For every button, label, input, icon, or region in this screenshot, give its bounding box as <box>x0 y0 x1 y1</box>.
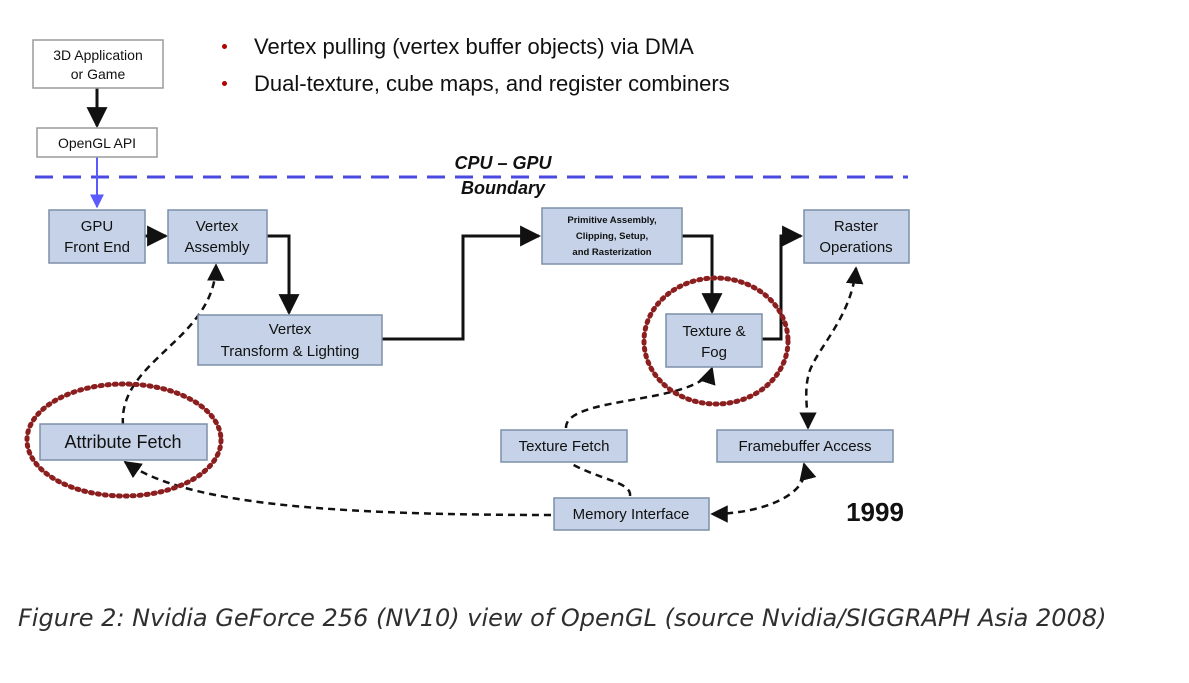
figure-caption: Figure 2: Nvidia GeForce 256 (NV10) view… <box>18 604 1107 632</box>
node-primitive-assembly-line2: Clipping, Setup, <box>576 231 648 242</box>
dashed-texfetch-to-texture <box>564 366 716 429</box>
bullet-item: Vertex pulling (vertex buffer objects) v… <box>222 30 730 67</box>
node-raster-operations-line1: Raster <box>834 218 878 235</box>
node-transform-lighting-line1: Vertex <box>269 321 312 338</box>
boundary-label-line2: Boundary <box>461 178 546 198</box>
node-attribute-fetch: Attribute Fetch <box>39 423 208 461</box>
node-api: OpenGL API <box>36 127 158 158</box>
solid-connectors <box>86 88 804 341</box>
boundary-label-line1: CPU – GPU <box>454 153 552 173</box>
node-raster-operations: Raster Operations <box>803 209 910 264</box>
dashed-memory-to-attribute <box>123 460 552 517</box>
connector-texture-to-raster <box>762 225 804 341</box>
year-label: 1999 <box>846 497 904 527</box>
node-app: 3D Application or Game <box>32 39 164 89</box>
dashed-raster-to-framebuffer <box>799 266 864 430</box>
bullet-item: Dual-texture, cube maps, and register co… <box>222 67 730 104</box>
connector-assembly-to-transform <box>267 234 300 316</box>
bullet-text: Dual-texture, cube maps, and register co… <box>254 71 730 96</box>
node-app-line1: 3D Application <box>53 47 143 63</box>
node-texture-fog-line2: Fog <box>701 344 727 361</box>
node-memory-interface: Memory Interface <box>553 497 710 531</box>
node-texture-fetch: Texture Fetch <box>500 429 628 463</box>
node-app-line2: or Game <box>71 66 126 82</box>
node-texture-fog: Texture & Fog <box>665 313 763 368</box>
node-texture-fog-line1: Texture & <box>682 323 745 340</box>
feature-bullet-list: Vertex pulling (vertex buffer objects) v… <box>222 30 730 104</box>
node-attribute-fetch-line1: Attribute Fetch <box>64 432 181 452</box>
dashed-connectors <box>121 263 864 523</box>
node-front-end: GPU Front End <box>48 209 146 264</box>
bullet-dot-icon <box>222 44 227 49</box>
bullet-text: Vertex pulling (vertex buffer objects) v… <box>254 34 694 59</box>
node-raster-operations-line2: Operations <box>819 239 892 256</box>
dashed-memory-to-texfetch <box>569 461 632 497</box>
bullet-dot-icon <box>222 81 227 86</box>
node-vertex-assembly: Vertex Assembly <box>167 209 268 264</box>
node-api-line1: OpenGL API <box>58 135 136 151</box>
node-framebuffer-access-line1: Framebuffer Access <box>738 438 871 455</box>
node-primitive-assembly-line1: Primitive Assembly, <box>567 215 656 226</box>
highlight-ring-attribute <box>24 381 224 499</box>
opengl-pipeline-diagram: CPU – GPU Boundary 3D Application or Gam… <box>24 39 910 531</box>
node-primitive-assembly-line3: and Rasterization <box>572 247 651 258</box>
connector-primitive-to-texture <box>682 234 723 315</box>
node-transform-lighting-line2: Transform & Lighting <box>221 343 360 360</box>
node-primitive-assembly: Primitive Assembly, Clipping, Setup, and… <box>541 207 683 265</box>
node-memory-interface-line1: Memory Interface <box>573 506 690 523</box>
node-framebuffer-access: Framebuffer Access <box>716 429 894 463</box>
node-front-end-line2: Front End <box>64 239 130 256</box>
connector-transform-to-primitive <box>382 225 542 341</box>
highlight-ring-texture <box>641 275 791 407</box>
node-transform-lighting: Vertex Transform & Lighting <box>197 314 383 366</box>
dashed-framebuffer-to-memory <box>710 462 817 523</box>
node-texture-fetch-line1: Texture Fetch <box>519 438 610 455</box>
node-vertex-assembly-line2: Assembly <box>184 239 250 256</box>
node-front-end-line1: GPU <box>81 218 114 235</box>
node-vertex-assembly-line1: Vertex <box>196 218 239 235</box>
